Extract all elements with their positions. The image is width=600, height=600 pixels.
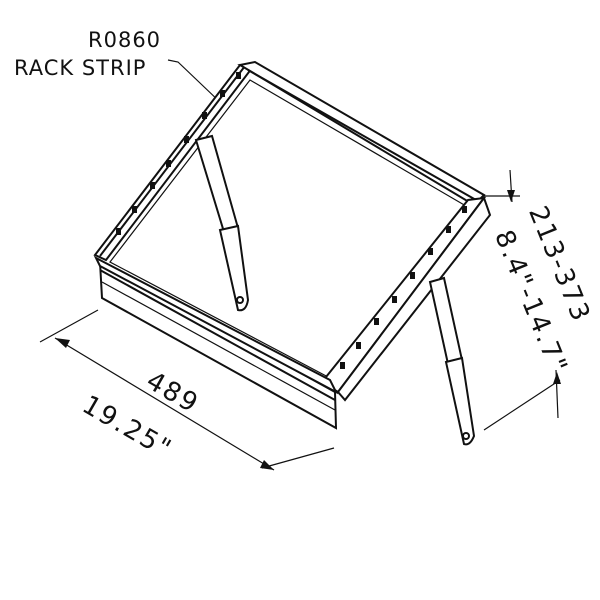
- part-number-label: R0860: [88, 28, 162, 52]
- left-support-leg: [194, 134, 250, 312]
- width-dimension-lines: [39, 309, 335, 471]
- part-description-label: RACK STRIP: [14, 56, 147, 80]
- right-support-leg: [428, 276, 476, 446]
- left-rail-holes: [116, 72, 241, 235]
- front-base-plate: [98, 260, 338, 430]
- right-rack-strip: [320, 195, 492, 402]
- frame-opening: [109, 79, 467, 379]
- rack-strip-leader: [167, 59, 223, 105]
- right-strip-holes: [340, 206, 467, 369]
- height-dimension-lines: [483, 169, 561, 431]
- top-rail: [237, 60, 486, 207]
- front-cross-bar: [93, 255, 339, 395]
